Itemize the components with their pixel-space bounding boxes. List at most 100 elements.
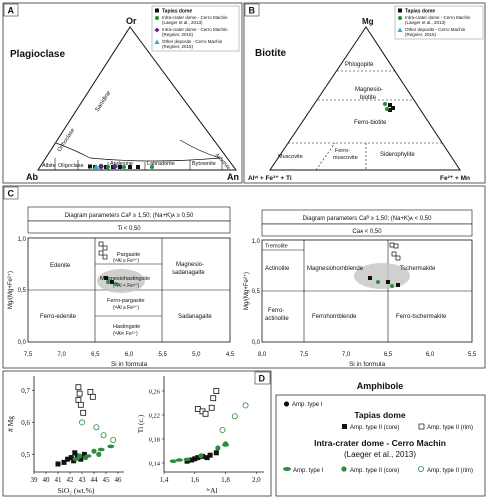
data-point bbox=[118, 165, 122, 169]
data-point bbox=[128, 165, 132, 169]
field-magnesio-biotite: biotite bbox=[360, 95, 377, 101]
data-point bbox=[87, 389, 94, 395]
data-point bbox=[110, 280, 114, 284]
legend-label: Other deposits - Cerro Machin bbox=[405, 27, 466, 32]
legend-diamond-marker bbox=[154, 27, 160, 33]
legend-item-label: Amp. type I bbox=[293, 468, 324, 474]
field-sanidine: Sanidine bbox=[95, 90, 113, 113]
tick-label: 7,5 bbox=[300, 352, 309, 358]
field-divider bbox=[315, 142, 336, 171]
data-point bbox=[79, 419, 86, 426]
data-point bbox=[195, 455, 201, 461]
c-right-xticks: 8,0 7,5 7,0 6,5 6,0 5,5 bbox=[258, 352, 477, 358]
data-point bbox=[80, 409, 87, 416]
tick-label: 44 bbox=[91, 476, 99, 484]
data-point bbox=[75, 384, 82, 391]
d-right-axes: 0,14 0,18 0,22 0,26 1,4 1,6 1,8 2,0 Ti (… bbox=[136, 376, 264, 495]
orthoclase-boundary bbox=[55, 142, 91, 159]
data-point bbox=[219, 426, 226, 433]
data-point bbox=[77, 453, 83, 459]
field-bytownite: Bytownite bbox=[192, 161, 216, 167]
panel-b-frame bbox=[243, 2, 486, 184]
tick-label: 1,0 bbox=[18, 237, 27, 243]
amphibole-legend: Amphibole Amp. type I Tapias dome Amp. t… bbox=[275, 381, 486, 497]
field-pargasite: Pargasite bbox=[117, 252, 140, 258]
tick-label: 40 bbox=[43, 476, 51, 484]
legend-triangle-marker bbox=[397, 27, 403, 32]
field-magnesiohastingsite-sub: (ᵛᴵAl < Fe³⁺) bbox=[113, 283, 139, 289]
field-labradorite: Labradorite bbox=[147, 161, 175, 167]
panel-a: A Plagioclase Or Ab An Sanidine Orthocla… bbox=[2, 2, 243, 184]
panel-c: C Diagram parameters Caᴮ ≥ 1,50; (Na+K)ᴀ… bbox=[2, 185, 486, 369]
tick-label: 5,0 bbox=[192, 352, 201, 358]
amphibole-legend-group1: Tapias dome bbox=[354, 410, 406, 420]
tick-label: 0,18 bbox=[149, 437, 160, 444]
d-right-ylabel: Ti (c.) bbox=[136, 414, 145, 433]
field-phlogopite: Phlogopite bbox=[345, 62, 374, 68]
tick-label: 0,26 bbox=[149, 389, 161, 396]
legend-square-marker bbox=[155, 8, 159, 13]
tick-label: 0,0 bbox=[18, 340, 27, 346]
panel-b-letter-box bbox=[244, 3, 260, 17]
legend-label: Intra-crater dome - Cerro Machin bbox=[162, 27, 228, 32]
field-tschermakite: Tschermakite bbox=[400, 266, 436, 272]
data-point bbox=[76, 390, 83, 397]
c-left-data-points bbox=[98, 241, 118, 286]
apex-or: Or bbox=[126, 16, 137, 26]
apex-left: Alᵛᴵ + Fe³⁺ + Ti bbox=[248, 175, 292, 182]
data-point bbox=[213, 450, 219, 456]
data-point bbox=[192, 456, 198, 462]
data-point bbox=[106, 165, 110, 169]
panel-a-title: Plagioclase bbox=[10, 49, 65, 60]
data-point bbox=[122, 165, 126, 169]
field-magnesio-sadanagaite: Magnesio- bbox=[176, 262, 204, 268]
data-point bbox=[75, 397, 82, 403]
field-oligoclase: Oligoclase bbox=[58, 163, 84, 169]
panel-a-frame bbox=[2, 2, 243, 184]
data-point bbox=[169, 459, 177, 464]
field-ferrohornblende: Ferrohornblende bbox=[312, 314, 357, 320]
c-right-param-box bbox=[261, 223, 473, 237]
legend-a: Tapias dome Intra-crater dome - Cerro Ma… bbox=[151, 5, 240, 52]
field-ferro-actinolite: actinolite bbox=[265, 316, 289, 322]
tick-label: 6,5 bbox=[91, 352, 100, 358]
tick-label: 5,5 bbox=[159, 352, 168, 358]
c-right-xlabel: Si in formula bbox=[349, 361, 386, 368]
data-point bbox=[175, 458, 183, 462]
data-point bbox=[93, 424, 100, 431]
data-point bbox=[91, 448, 97, 454]
data-point bbox=[78, 456, 84, 462]
field-ferro-edenite: Ferro-edenite bbox=[40, 314, 77, 320]
data-point bbox=[114, 282, 118, 286]
field-muscovite: Muscovite bbox=[278, 154, 303, 160]
data-point bbox=[110, 436, 117, 443]
legend-item-label: Amp. type II (rim) bbox=[427, 468, 473, 474]
plagioclase-data-points bbox=[88, 163, 154, 170]
data-point bbox=[61, 459, 67, 465]
tick-label: 1,0 bbox=[252, 239, 261, 245]
legend-label: Intra-crater dome - Cerro Machin bbox=[162, 15, 228, 20]
apex-an: An bbox=[227, 172, 239, 182]
data-point bbox=[390, 284, 394, 288]
c-right-diagram: Diagram parameters Caᴮ ≥ 1,50; (Na+K)ᴀ <… bbox=[243, 209, 477, 368]
c-right-ylabel: Mg/(Mg+Fe²⁺) bbox=[243, 272, 250, 310]
legend-circle-marker bbox=[398, 16, 402, 20]
data-point bbox=[100, 432, 107, 439]
field-sadanagaite: Sadanagaite bbox=[178, 314, 212, 320]
data-point bbox=[112, 163, 118, 170]
d-right-xticks: 1,4 1,6 1,8 2,0 bbox=[160, 472, 261, 484]
tick-label: 46 bbox=[115, 476, 123, 484]
data-point bbox=[385, 107, 389, 111]
tick-label: 7,5 bbox=[24, 352, 33, 358]
data-point bbox=[81, 451, 87, 457]
legend-sub: (Laeger et al., 2013) bbox=[162, 20, 203, 25]
data-point bbox=[184, 458, 190, 464]
anorthite-boundary bbox=[179, 139, 221, 159]
data-point bbox=[65, 456, 71, 462]
tick-label: 0,5 bbox=[18, 288, 27, 294]
field-ferro-pargasite: Ferro-pargasite bbox=[107, 298, 145, 304]
legend-open-square-marker bbox=[418, 423, 425, 430]
data-point bbox=[210, 395, 217, 402]
data-point bbox=[383, 102, 387, 106]
amphibole-legend-title: Amphibole bbox=[357, 381, 404, 391]
